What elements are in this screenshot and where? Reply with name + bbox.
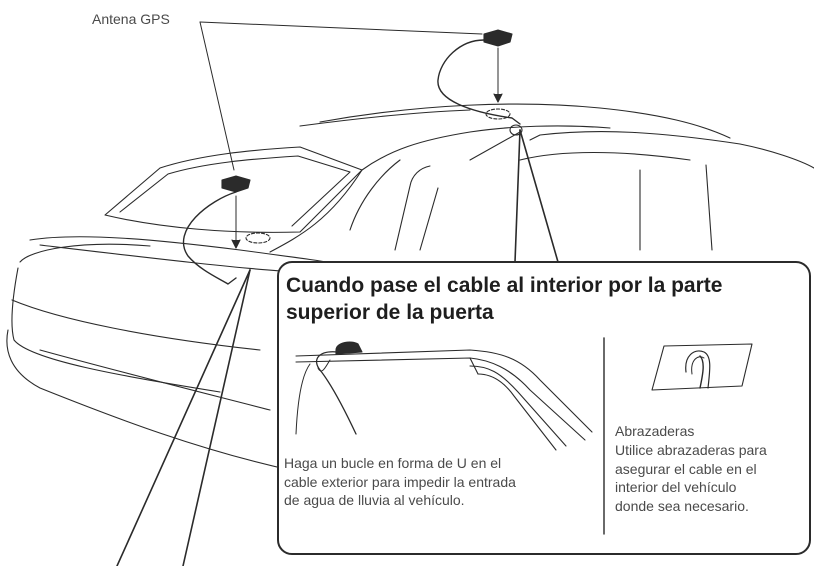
- cable-clamp-icon: [651, 343, 753, 391]
- antenna-label: Antena GPS: [92, 11, 170, 27]
- antenna-leader-lines: [199, 21, 483, 171]
- callout-title: Cuando pase el cable al interior por la …: [286, 274, 723, 324]
- clamps-title: Abrazaderas: [615, 423, 695, 439]
- callout-pointer-lines: [116, 129, 559, 567]
- gps-antenna-trunk-icon: [182, 175, 251, 285]
- callout-box: [277, 261, 811, 555]
- clamps-instruction-text: Utilice abrazaderas para asegurar el cab…: [615, 442, 767, 514]
- door-frame-cable-loop-illustration: [295, 341, 593, 451]
- loop-instruction-text: Haga un bucle en forma de U en el cable …: [284, 455, 516, 508]
- gps-antenna-roof-icon: [437, 29, 523, 136]
